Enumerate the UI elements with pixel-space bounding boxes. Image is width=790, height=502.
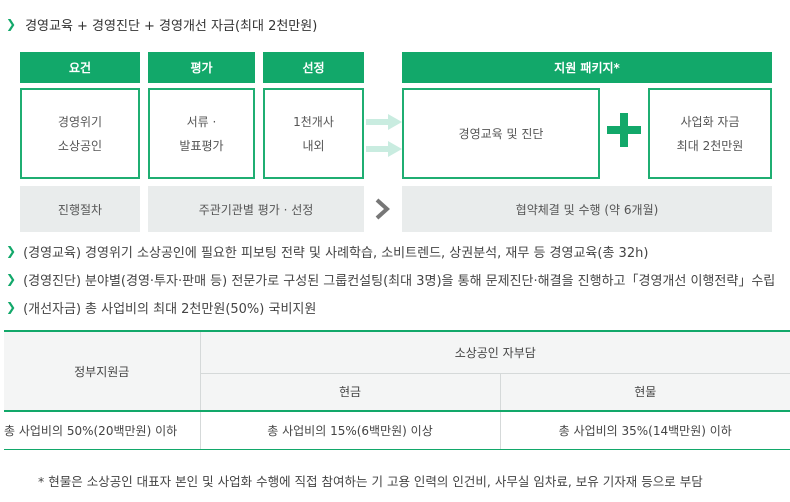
chevron-right-icon [375, 198, 390, 220]
box-education-text: 경영교육 및 진단 [458, 126, 544, 141]
box-requirement-text: 경영위기 소상공인 [57, 114, 103, 153]
note-text: 경영위기 소상공인에 필요한 피보팅 전략 및 사례학습, 소비트렌드, 상권분… [85, 245, 649, 261]
table-cell-gov: 총 사업비의 50%(20백만원) 이하 [4, 410, 200, 450]
process-contract: 협약체결 및 수행 (약 6개월) [402, 186, 772, 232]
header-requirement: 요건 [20, 52, 140, 83]
table-header-gov: 정부지원금 [4, 330, 200, 411]
table-header-self: 소상공인 자부담 [199, 330, 790, 374]
chevron-right-icon: ❯ [6, 300, 17, 314]
box-evaluation: 서류 · 발표평가 [148, 88, 255, 179]
note-education: ❯ (경영교육) 경영위기 소상공인에 필요한 피보팅 전략 및 사례학습, 소… [6, 241, 648, 261]
plus-icon [607, 113, 641, 147]
flow-arrow-icon [366, 141, 402, 157]
box-evaluation-text: 서류 · 발표평가 [179, 114, 224, 153]
table-header-inkind: 현물 [499, 373, 790, 411]
chevron-right-icon: ❯ [6, 272, 17, 286]
process-label: 진행절차 [20, 186, 140, 232]
header-selection: 선정 [263, 52, 364, 83]
note-diagnosis: ❯ (경영진단) 분야별(경영·투자·판매 등) 전문가로 구성된 그룹컨설팅(… [6, 269, 775, 289]
note-text: 총 사업비의 최대 2천만원(50%) 국비지원 [85, 301, 317, 317]
box-selection: 1천개사 내외 [263, 88, 364, 179]
table-cell-cash: 총 사업비의 15%(6백만원) 이상 [199, 410, 500, 450]
flow-arrow-icon [366, 114, 402, 130]
box-fund-text: 사업화 자금 최대 2천만원 [676, 114, 744, 153]
note-key: (개선자금) [23, 301, 82, 317]
table-cell-inkind: 총 사업비의 35%(14백만원) 이하 [499, 410, 790, 450]
support-ratio-table: 정부지원금 소상공인 자부담 현금 현물 총 사업비의 50%(20백만원) 이… [4, 330, 790, 450]
note-key: (경영교육) [23, 245, 82, 261]
chevron-right-icon: ❯ [6, 244, 17, 258]
table-header-cash: 현금 [199, 373, 500, 411]
note-fund: ❯ (개선자금) 총 사업비의 최대 2천만원(50%) 국비지원 [6, 297, 316, 317]
header-support-package: 지원 패키지* [402, 52, 772, 83]
box-business-fund: 사업화 자금 최대 2천만원 [648, 88, 772, 179]
header-evaluation: 평가 [148, 52, 255, 83]
chevron-right-icon: ❯ [6, 17, 17, 31]
process-org-evaluation: 주관기관별 평가 · 선정 [148, 186, 364, 232]
note-key: (경영진단) [23, 273, 82, 289]
note-text: 분야별(경영·투자·판매 등) 전문가로 구성된 그룹컨설팅(최대 3명)을 통… [85, 273, 776, 289]
section-title: ❯ 경영교육 + 경영진단 + 경영개선 자금(최대 2천만원) [6, 13, 317, 35]
footnote: * 현물은 소상공인 대표자 본인 및 사업화 수행에 직접 참여하는 기 고용… [38, 474, 703, 489]
box-requirement: 경영위기 소상공인 [20, 88, 140, 179]
section-title-text: 경영교육 + 경영진단 + 경영개선 자금(최대 2천만원) [25, 18, 318, 34]
box-selection-text: 1천개사 내외 [293, 114, 334, 153]
box-education-diagnosis: 경영교육 및 진단 [402, 88, 600, 179]
